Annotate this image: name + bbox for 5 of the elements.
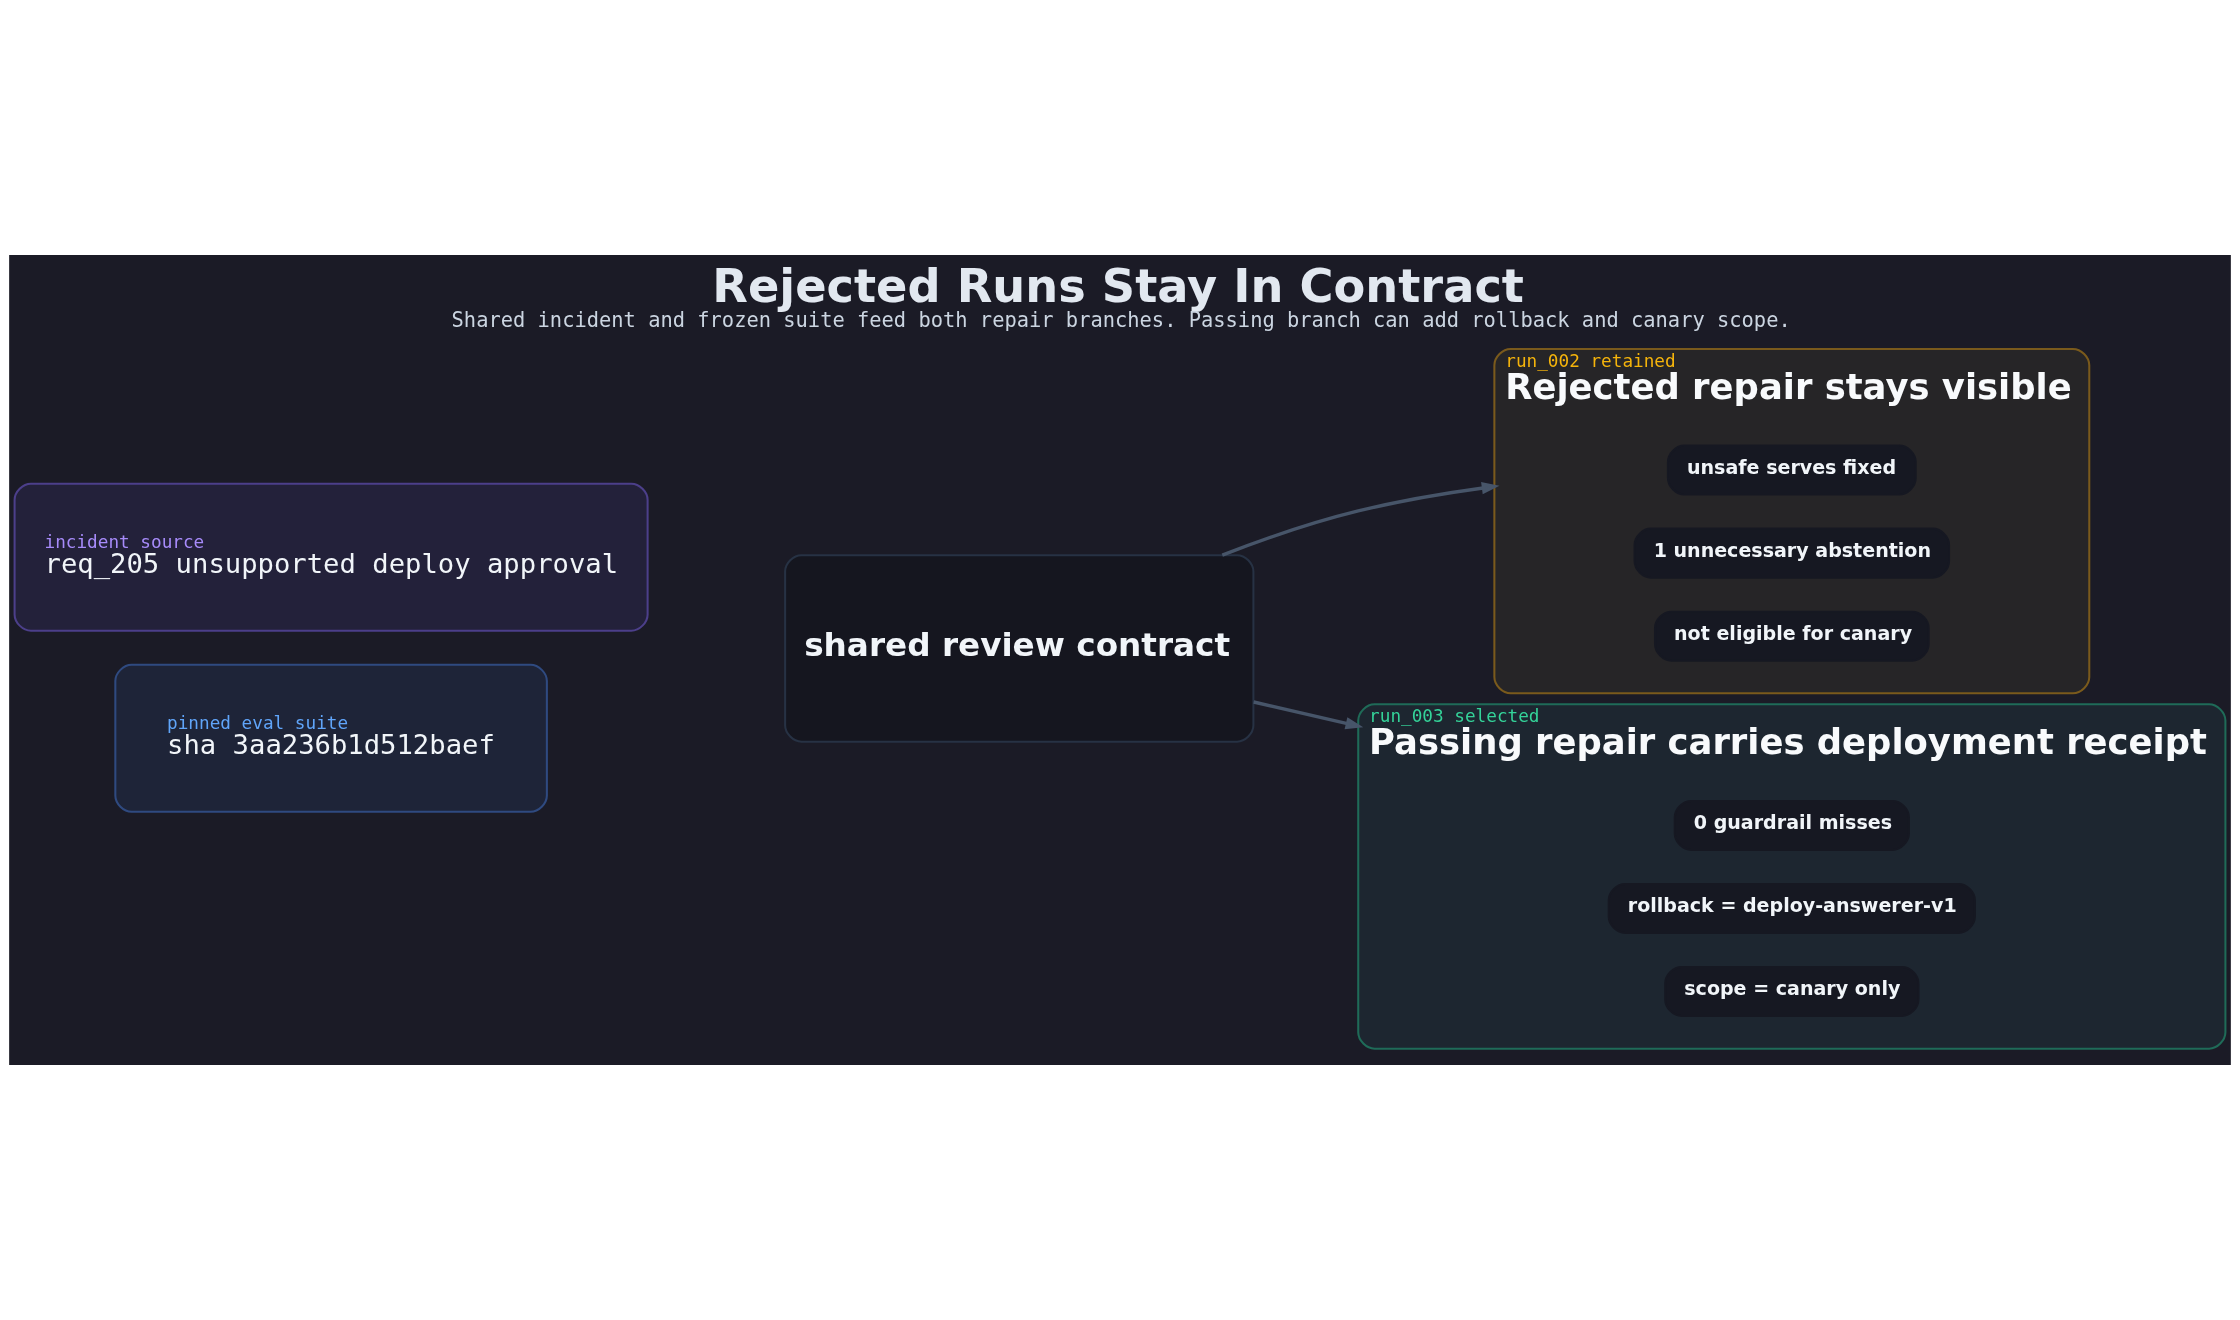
arrow (1253, 700, 1364, 730)
node-box: pinned eval suite sha 3aa236b1d512baef (114, 663, 548, 813)
arrow (1221, 481, 1500, 557)
node-box: shared review contract (784, 554, 1255, 743)
node-box: incident source req_205 unsupported deploy approval (13, 482, 649, 632)
